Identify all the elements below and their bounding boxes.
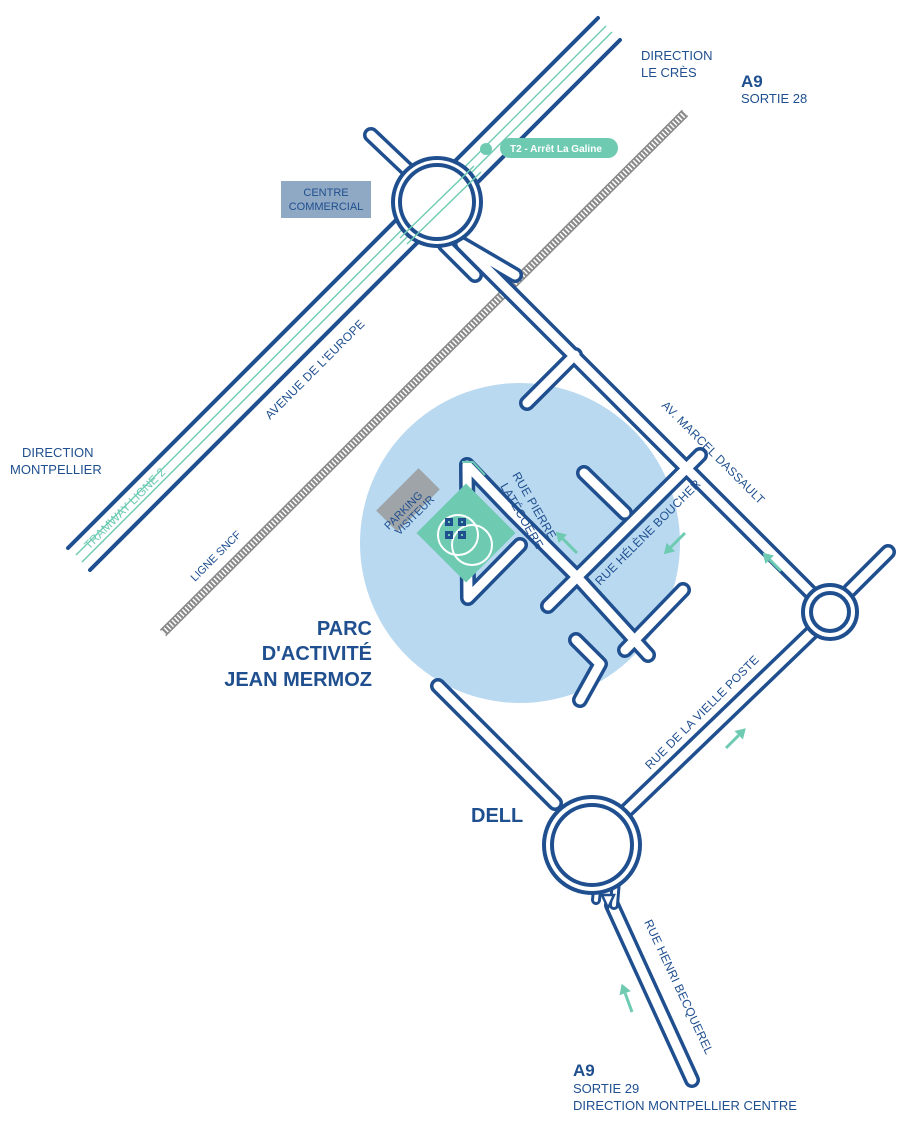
avenue-europe-label: AVENUE DE L'EUROPE xyxy=(262,317,367,422)
tramway-ligne-label: TRAMWAY LIGNE 2 xyxy=(81,465,168,552)
direction-montpellier-label-2: MONTPELLIER xyxy=(10,462,102,477)
centre-commercial-label-1: CENTRE xyxy=(303,187,348,199)
sncf-railway xyxy=(159,109,689,637)
centre-commercial-box xyxy=(281,181,371,218)
roundabout-north xyxy=(391,156,483,248)
sortie-28-label: SORTIE 28 xyxy=(741,91,807,106)
a9-bottom-label: A9 xyxy=(573,1061,595,1080)
avenue-de-leurope-road xyxy=(66,16,622,572)
parc-activite-title-1: PARC xyxy=(317,618,372,640)
parking-access-path xyxy=(462,461,486,476)
tram-stop-label: T2 - Arrêt La Galine xyxy=(510,144,602,155)
dell-logo-icon xyxy=(445,518,466,539)
parc-activite-title-3: JEAN MERMOZ xyxy=(224,669,372,691)
arrow-icon xyxy=(555,531,783,1013)
sortie-29-label: SORTIE 29 xyxy=(573,1081,639,1096)
direction-montpellier-centre-label: DIRECTION MONTPELLIER CENTRE xyxy=(573,1098,797,1113)
road-network xyxy=(363,127,896,1088)
roundabout-east xyxy=(801,583,859,641)
a9-top-label: A9 xyxy=(741,72,763,91)
direction-le-cres-label-2: LE CRÈS xyxy=(641,65,697,80)
parc-activite-title-2: D'ACTIVITÉ xyxy=(262,642,372,665)
tram-stop-marker xyxy=(480,138,618,158)
dell-label: DELL xyxy=(471,805,523,827)
direction-le-cres-label-1: DIRECTION xyxy=(641,48,713,63)
direction-montpellier-label-1: DIRECTION xyxy=(22,445,94,460)
roundabout-dell xyxy=(542,795,642,911)
parking-visiteur-box xyxy=(376,468,440,532)
rue-vieille-poste-label: RUE DE LA VIELLE POSTE xyxy=(642,653,762,773)
centre-commercial-label-2: COMMERCIAL xyxy=(289,201,364,213)
